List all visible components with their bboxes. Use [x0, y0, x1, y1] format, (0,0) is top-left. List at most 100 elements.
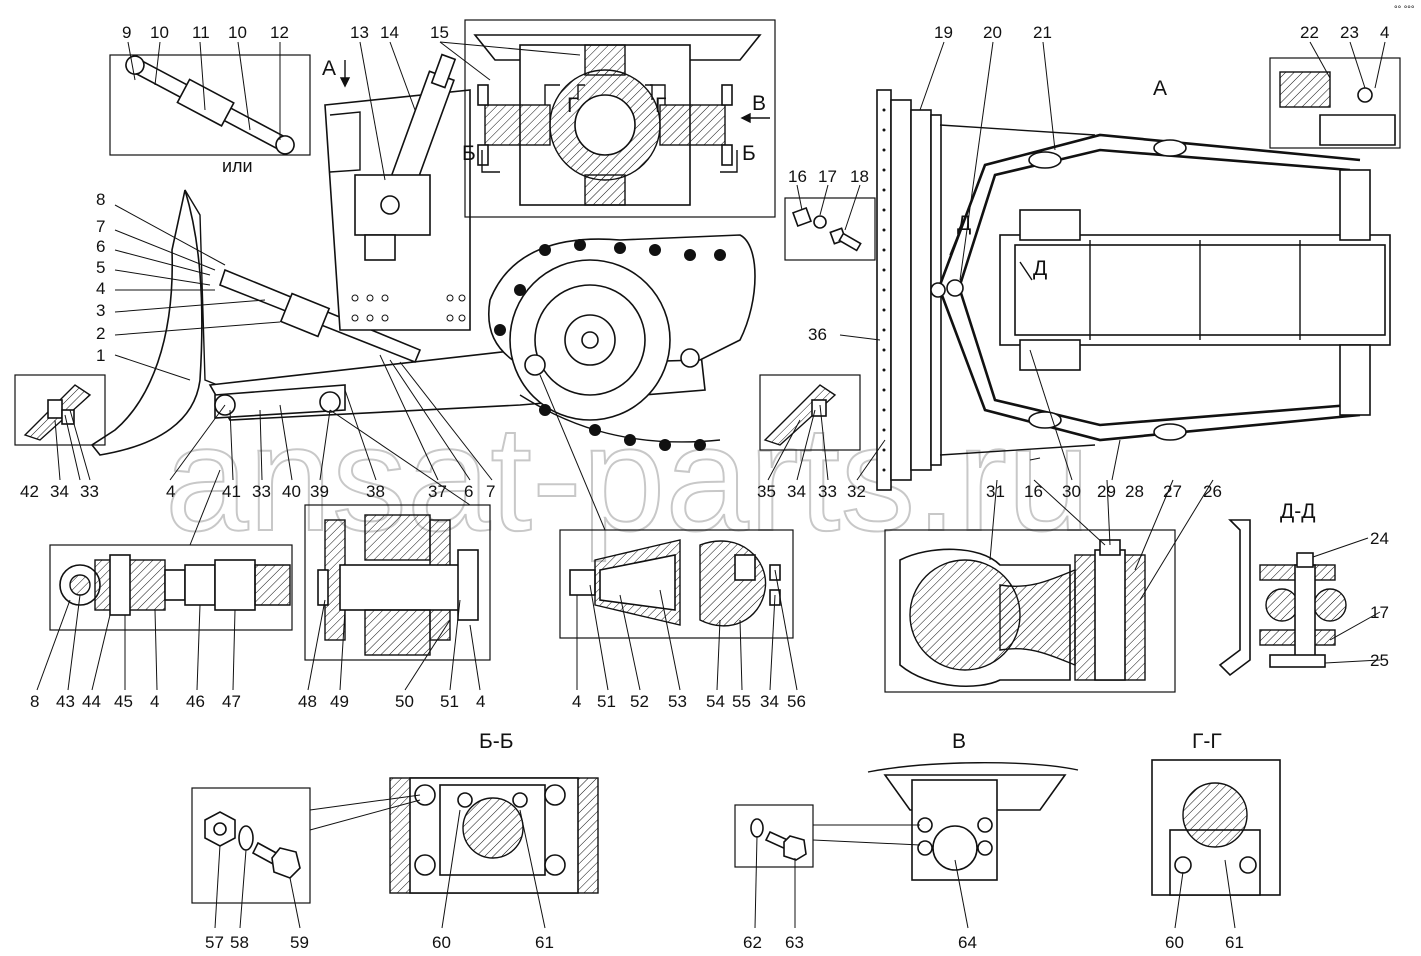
callout: 34	[760, 692, 779, 711]
callout: 26	[1203, 482, 1222, 501]
callout: 10	[228, 23, 247, 42]
callout: 16	[788, 167, 807, 186]
callout: 19	[934, 23, 953, 42]
view-title-DD: Д-Д	[1280, 500, 1315, 523]
pin-bearing-section	[317, 514, 479, 656]
callout: 29	[1097, 482, 1116, 501]
callout: 31	[986, 482, 1005, 501]
callout: 14	[380, 23, 399, 42]
view-title-A: А	[1153, 77, 1167, 100]
callout: 34	[787, 482, 806, 501]
top-view-A	[759, 57, 1401, 491]
callout: 33	[818, 482, 837, 501]
callout: 46	[186, 692, 205, 711]
callout: 56	[787, 692, 806, 711]
view-title-BB: Б-Б	[479, 730, 514, 753]
callout: 18	[850, 167, 869, 186]
callout: 4	[96, 279, 105, 298]
ball-joint-section	[569, 539, 781, 627]
callout: 51	[440, 692, 459, 711]
callout: 54	[706, 692, 725, 711]
view-arrow-V: В	[752, 92, 766, 115]
view-title-GG: Г-Г	[1192, 730, 1222, 753]
callout: 60	[1165, 933, 1184, 952]
callout: 22	[1300, 23, 1319, 42]
callout: 47	[222, 692, 241, 711]
callout: 4	[572, 692, 581, 711]
callout: 43	[56, 692, 75, 711]
view-title-V: В	[952, 730, 966, 753]
callout: 17	[1370, 603, 1389, 622]
fastener-set-62-63	[750, 818, 807, 861]
callout: 8	[96, 190, 105, 209]
callout: 61	[535, 933, 554, 952]
view-arrow-DD-right: Д	[1033, 257, 1047, 280]
callout: 35	[757, 482, 776, 501]
fastener-set-57-59	[204, 811, 301, 879]
view-arrow-GG-left: Г	[567, 94, 578, 117]
inset-48-51	[304, 504, 491, 661]
leader-lines	[36, 41, 1386, 929]
callout: 27	[1163, 482, 1182, 501]
section-DD	[1218, 519, 1347, 677]
callout: 42	[20, 482, 39, 501]
callout: 5	[96, 258, 105, 277]
callout: 24	[1370, 529, 1389, 548]
watermark: ansat-parts.ru	[165, 394, 1090, 562]
callout: 58	[230, 933, 249, 952]
inset-22-23	[1269, 57, 1401, 149]
callout: 32	[847, 482, 866, 501]
callout: 59	[290, 933, 309, 952]
inset-26-31	[884, 529, 1176, 693]
callout: 12	[270, 23, 289, 42]
corner-mark: °° °°°	[1394, 4, 1415, 14]
callout: 13	[350, 23, 369, 42]
callout: 55	[732, 692, 751, 711]
view-arrow-GG-right: Г	[655, 94, 666, 117]
view-arrow-DD-left: Д	[957, 212, 971, 235]
view-arrow-BB-left: Б	[462, 142, 476, 165]
callout: 21	[1033, 23, 1052, 42]
callout: 33	[80, 482, 99, 501]
inset-43-47	[49, 544, 293, 631]
view-titles: А А В В Б Б Б-Б Г Г Г-Г Д Д Д-Д или °° °…	[222, 4, 1415, 753]
callout: 33	[252, 482, 271, 501]
inset-51-56	[559, 529, 794, 639]
callout: 53	[668, 692, 687, 711]
callout: 48	[298, 692, 317, 711]
inset-section-top	[464, 19, 776, 218]
callout: 34	[50, 482, 69, 501]
callout: 6	[96, 237, 105, 256]
callout: 64	[958, 933, 977, 952]
callout: 1	[96, 346, 105, 365]
or-label: или	[222, 156, 253, 176]
callout: 40	[282, 482, 301, 501]
bolt-set-16-18	[792, 207, 862, 252]
callout: 61	[1225, 933, 1244, 952]
callout: 15	[430, 23, 449, 42]
view-arrow-BB-right: Б	[742, 142, 756, 165]
callout: 8	[30, 692, 39, 711]
callout: 3	[96, 301, 105, 320]
callout: 49	[330, 692, 349, 711]
callout: 36	[808, 325, 827, 344]
section-V	[867, 762, 1079, 881]
inset-32-35	[759, 374, 861, 451]
callout: 62	[743, 933, 762, 952]
callout: 7	[96, 217, 105, 236]
section-BB	[389, 777, 599, 894]
inset-turnbuckle	[109, 54, 311, 156]
view-arrow-A: А	[322, 57, 336, 80]
callout: 7	[486, 482, 495, 501]
callout: 4	[476, 692, 485, 711]
callout: 23	[1340, 23, 1359, 42]
callout: 17	[818, 167, 837, 186]
lift-cylinder	[214, 384, 346, 419]
callout: 44	[82, 692, 101, 711]
callout: 4	[150, 692, 159, 711]
inset-57-59	[191, 787, 311, 904]
pivot-block-section	[473, 34, 762, 206]
callout: 4	[166, 482, 175, 501]
callout: 11	[192, 23, 210, 42]
